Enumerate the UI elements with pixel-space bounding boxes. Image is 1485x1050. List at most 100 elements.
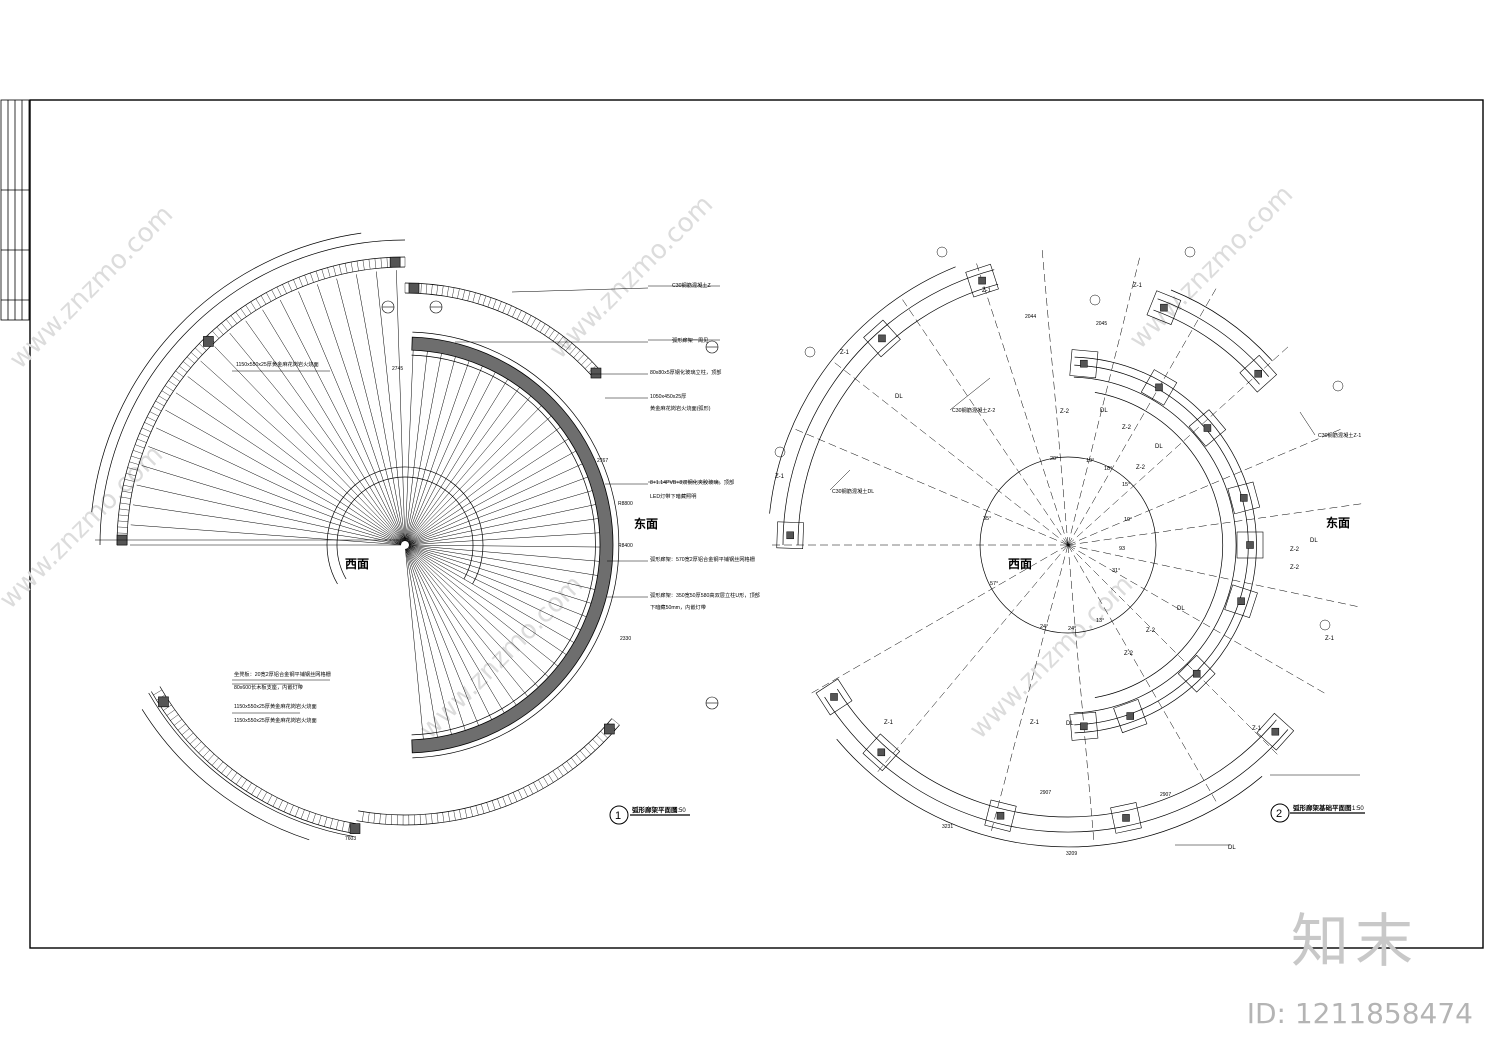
footing-pad xyxy=(1140,369,1178,406)
paving-joint xyxy=(120,496,131,499)
paving-joint xyxy=(566,761,573,770)
radial-ray xyxy=(408,545,600,562)
dashed-ray xyxy=(1067,427,1345,546)
paving-joint xyxy=(221,765,228,774)
radial-ray xyxy=(132,504,402,545)
paving-joint xyxy=(588,742,596,751)
paving-joint xyxy=(470,806,473,817)
radial-ray xyxy=(408,504,596,545)
paving-joint xyxy=(141,427,152,433)
paving-joint xyxy=(199,343,207,351)
label-z1: Z-1 xyxy=(1030,720,1040,726)
paving-joint xyxy=(117,520,128,522)
paving-joint xyxy=(507,305,512,315)
radial-ray xyxy=(405,548,438,738)
paving-joint xyxy=(134,444,145,449)
paving-joint xyxy=(124,479,135,482)
radial-ray xyxy=(407,547,539,688)
angle-text: 20° xyxy=(1050,456,1058,462)
callout: 弧形廊架：350宽50厚580高双层立柱U形，顶部 xyxy=(650,591,760,599)
radial-ray xyxy=(175,392,402,543)
dashed-ray xyxy=(900,296,1069,546)
foundation-arc xyxy=(1074,356,1257,734)
paving-joint xyxy=(344,263,348,274)
angle-text: 13° xyxy=(1096,618,1104,624)
paving-joint xyxy=(361,811,364,822)
label-dl: DL xyxy=(895,394,903,400)
paving-joint xyxy=(548,329,555,339)
callout: 黄金麻花岗岩火烧面(弧形) xyxy=(650,404,711,412)
paving-joint xyxy=(552,770,559,780)
radial-ray xyxy=(406,360,470,542)
paving-joint xyxy=(547,773,554,783)
label-z1: Z-1 xyxy=(1133,283,1143,289)
footing-pad xyxy=(1069,349,1099,379)
paving-joint xyxy=(117,526,128,528)
radial-ray xyxy=(356,274,405,542)
paving-joint xyxy=(289,805,294,815)
paving-joint xyxy=(266,292,272,302)
radial-ray xyxy=(317,284,404,542)
dashed-ray xyxy=(1067,285,1219,546)
paving-joint xyxy=(482,295,487,306)
paving-joint xyxy=(261,791,268,801)
angle-text: 15° xyxy=(1122,482,1130,488)
radial-ray xyxy=(406,548,492,720)
paving-joint xyxy=(596,735,604,743)
paving-joint xyxy=(240,779,247,789)
angle-text: 19° xyxy=(1124,517,1132,523)
foundation-arc xyxy=(1153,309,1260,385)
paving-joint xyxy=(419,814,421,825)
dimension-arc xyxy=(148,692,354,837)
sheet-border xyxy=(29,99,1484,949)
paving-joint xyxy=(356,260,359,271)
label-z1: Z-1 xyxy=(982,288,992,294)
paving-joint xyxy=(158,395,168,402)
footing-pad xyxy=(863,319,901,358)
plan1-scale: 1:50 xyxy=(674,808,686,814)
dashed-ray xyxy=(808,544,1069,696)
paving-joint xyxy=(272,797,278,807)
paving-joint xyxy=(250,301,257,311)
paving-joint xyxy=(575,754,583,763)
dim-text: R8400 xyxy=(618,543,633,549)
dim-text: 3231 xyxy=(942,824,953,830)
dim-text: 2045 xyxy=(1096,321,1107,327)
radial-ray xyxy=(406,379,508,542)
column-block xyxy=(389,256,401,268)
radial-ray xyxy=(407,405,542,543)
paving-joint xyxy=(179,365,188,373)
paving-joint xyxy=(431,813,433,824)
label-z1: Z-1 xyxy=(884,720,894,726)
footing-pad xyxy=(1069,711,1099,741)
radial-ray xyxy=(408,438,569,544)
paving-joint xyxy=(538,779,544,789)
paving-joint xyxy=(611,718,620,726)
footing-pad xyxy=(1146,290,1182,325)
paving-joint xyxy=(315,271,320,281)
callout: 坐凳板：20宽2厚铝合金钢平铺钢丝网格栅 xyxy=(234,670,331,678)
paving-joint xyxy=(600,731,608,739)
angle-text: 57° xyxy=(990,581,998,587)
footing-pad xyxy=(1110,802,1142,834)
plan1-callouts: C30钢筋混凝土Z 弧形廊架一周见 80x80x5厚钢化玻璃立柱，顶部 1050… xyxy=(234,281,760,724)
paving-joint xyxy=(350,262,354,272)
callout: C30钢筋混凝土Z-2 xyxy=(952,406,995,414)
pier xyxy=(1122,814,1130,822)
paving-joint xyxy=(118,514,129,517)
radial-ray xyxy=(214,346,403,543)
paving-joint xyxy=(569,346,577,355)
paving-joint xyxy=(425,283,428,294)
label-dl: DL xyxy=(1177,606,1185,612)
paving-joint xyxy=(452,287,455,298)
label-dl: DL xyxy=(1100,408,1108,414)
radial-ray xyxy=(408,545,595,590)
paving-joint xyxy=(146,416,157,422)
plan1-title-block: 1 弧形廊架平面图 1:50 xyxy=(609,805,690,825)
paving-joint xyxy=(324,816,328,827)
angle-text: 31° xyxy=(1112,568,1120,574)
paving-joint xyxy=(335,820,339,830)
plan2-element-labels: Z-1 Z-1 Z-1 Z-1 Z-1 Z-1 Z-1 Z-1 Z-2 Z-2 … xyxy=(775,283,1335,851)
column-block xyxy=(349,823,361,834)
radial-ray xyxy=(200,360,403,543)
